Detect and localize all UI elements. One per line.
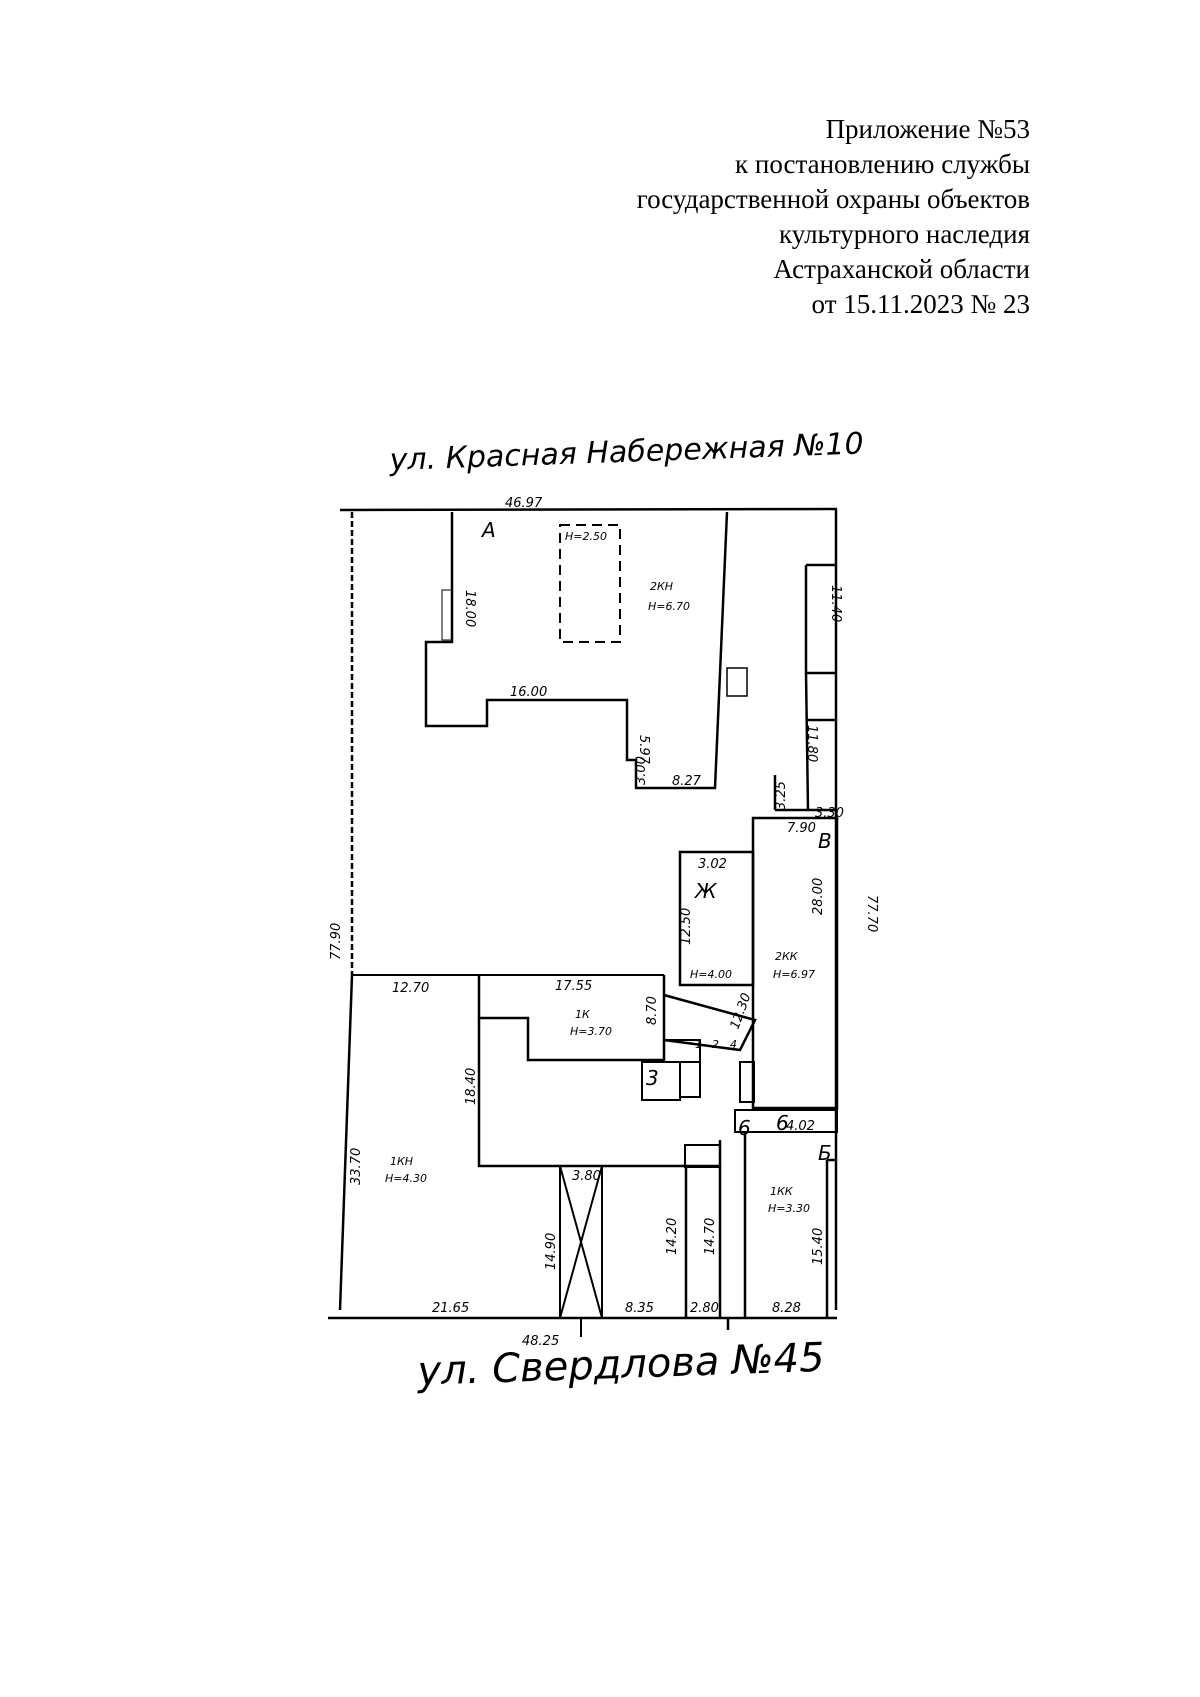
building-a — [424, 511, 748, 790]
street-bottom-label: ул. Свердлова №45 — [416, 1335, 826, 1395]
header-line-1: Приложение №53 — [825, 114, 1030, 144]
label-b-height: Н=3.30 — [768, 1202, 810, 1215]
dim-828: 8.28 — [772, 1301, 801, 1316]
label-3: 3 — [646, 1066, 659, 1090]
label-a-height: Н=6.70 — [648, 600, 690, 613]
dim-1755: 17.55 — [555, 979, 592, 994]
label-v-floors: 2КК — [775, 950, 799, 963]
dim-597: 5.97 — [636, 735, 651, 765]
dim-330: 3.30 — [815, 806, 844, 821]
dim-1180: 11.80 — [804, 725, 819, 762]
dim-835: 8.35 — [625, 1301, 654, 1316]
dim-bottom-width: 48.25 — [522, 1334, 559, 1349]
label-2: 2 — [712, 1038, 719, 1051]
building-v — [751, 816, 839, 1110]
dim-1140: 11.40 — [828, 585, 843, 622]
label-1: 1 — [695, 1038, 702, 1051]
dim-1420: 14.20 — [665, 1218, 680, 1255]
label-d-height: Н=4.30 — [385, 1172, 427, 1185]
dim-402: 4.02 — [786, 1119, 815, 1134]
dimension-labels: 46.97 48.25 77.90 77.70 16.00 5.97 8.27 … — [329, 496, 879, 1349]
dim-1250: 12.50 — [679, 908, 694, 945]
dim-302: 3.02 — [698, 857, 727, 872]
dim-1600: 16.00 — [510, 685, 547, 700]
document-header: Приложение №53 к постановлению службы го… — [530, 112, 1030, 322]
building-labels: А 2КН Н=6.70 Н=2.50 В 2КК Н=6.97 Ж Н=4.0… — [385, 518, 832, 1215]
dim-1230: 12.30 — [728, 991, 755, 1031]
building-b — [684, 1132, 836, 1330]
street-top-label: ул. Красная Набережная №10 — [388, 426, 864, 478]
label-a-floors: 2КН — [650, 580, 673, 593]
dim-380: 3.80 — [572, 1169, 601, 1184]
label-zh: Ж — [693, 879, 718, 903]
small-annexes — [641, 1039, 838, 1168]
header-line-6: от 15.11.2023 № 23 — [811, 289, 1030, 319]
dim-827: 8.27 — [672, 774, 702, 789]
label-a: А — [480, 518, 496, 542]
dim-left-height: 77.90 — [329, 923, 344, 960]
header-line-5: Астраханской области — [773, 254, 1030, 284]
dim-2165: 21.65 — [432, 1301, 469, 1316]
dim-300: 3.00 — [634, 756, 649, 785]
dim-790: 7.90 — [787, 821, 816, 836]
label-6b: 6 — [776, 1111, 789, 1135]
dim-1800: 18.00 — [462, 590, 477, 627]
label-v-height: Н=6.97 — [773, 968, 815, 981]
right-strip-buildings — [773, 563, 837, 812]
passage-crossed — [559, 1165, 603, 1337]
dim-1270: 12.70 — [392, 981, 429, 996]
label-g-height: Н=3.70 — [570, 1025, 612, 1038]
label-b-floors: 1КК — [770, 1185, 794, 1198]
header-line-3: государственной охраны объектов — [636, 184, 1030, 214]
dim-1540: 15.40 — [811, 1228, 826, 1265]
dim-3370: 33.70 — [349, 1148, 364, 1185]
dim-2800: 28.00 — [811, 878, 826, 915]
dim-1490: 14.90 — [544, 1233, 559, 1270]
header-line-4: культурного наследия — [779, 219, 1030, 249]
dim-1470: 14.70 — [703, 1218, 718, 1255]
label-v: В — [818, 829, 832, 853]
dim-280: 2.80 — [690, 1301, 719, 1316]
label-g-floors: 1К — [575, 1008, 591, 1021]
label-d-floors: 1КН — [390, 1155, 413, 1168]
building-zh — [678, 850, 755, 987]
label-4: 4 — [730, 1038, 737, 1051]
header-line-2: к постановлению службы — [735, 149, 1030, 179]
label-zh-height: Н=4.00 — [690, 968, 732, 981]
label-a-inner-height: Н=2.50 — [565, 530, 607, 543]
dim-325: 3.25 — [774, 781, 789, 810]
dim-1840: 18.40 — [464, 1068, 479, 1105]
dim-870: 8.70 — [645, 996, 660, 1025]
label-6a: 6 — [738, 1116, 751, 1140]
label-b: Б — [818, 1141, 832, 1165]
site-boundary — [328, 507, 838, 1320]
dim-right-height: 77.70 — [864, 895, 879, 932]
dim-top-width: 46.97 — [505, 496, 543, 511]
